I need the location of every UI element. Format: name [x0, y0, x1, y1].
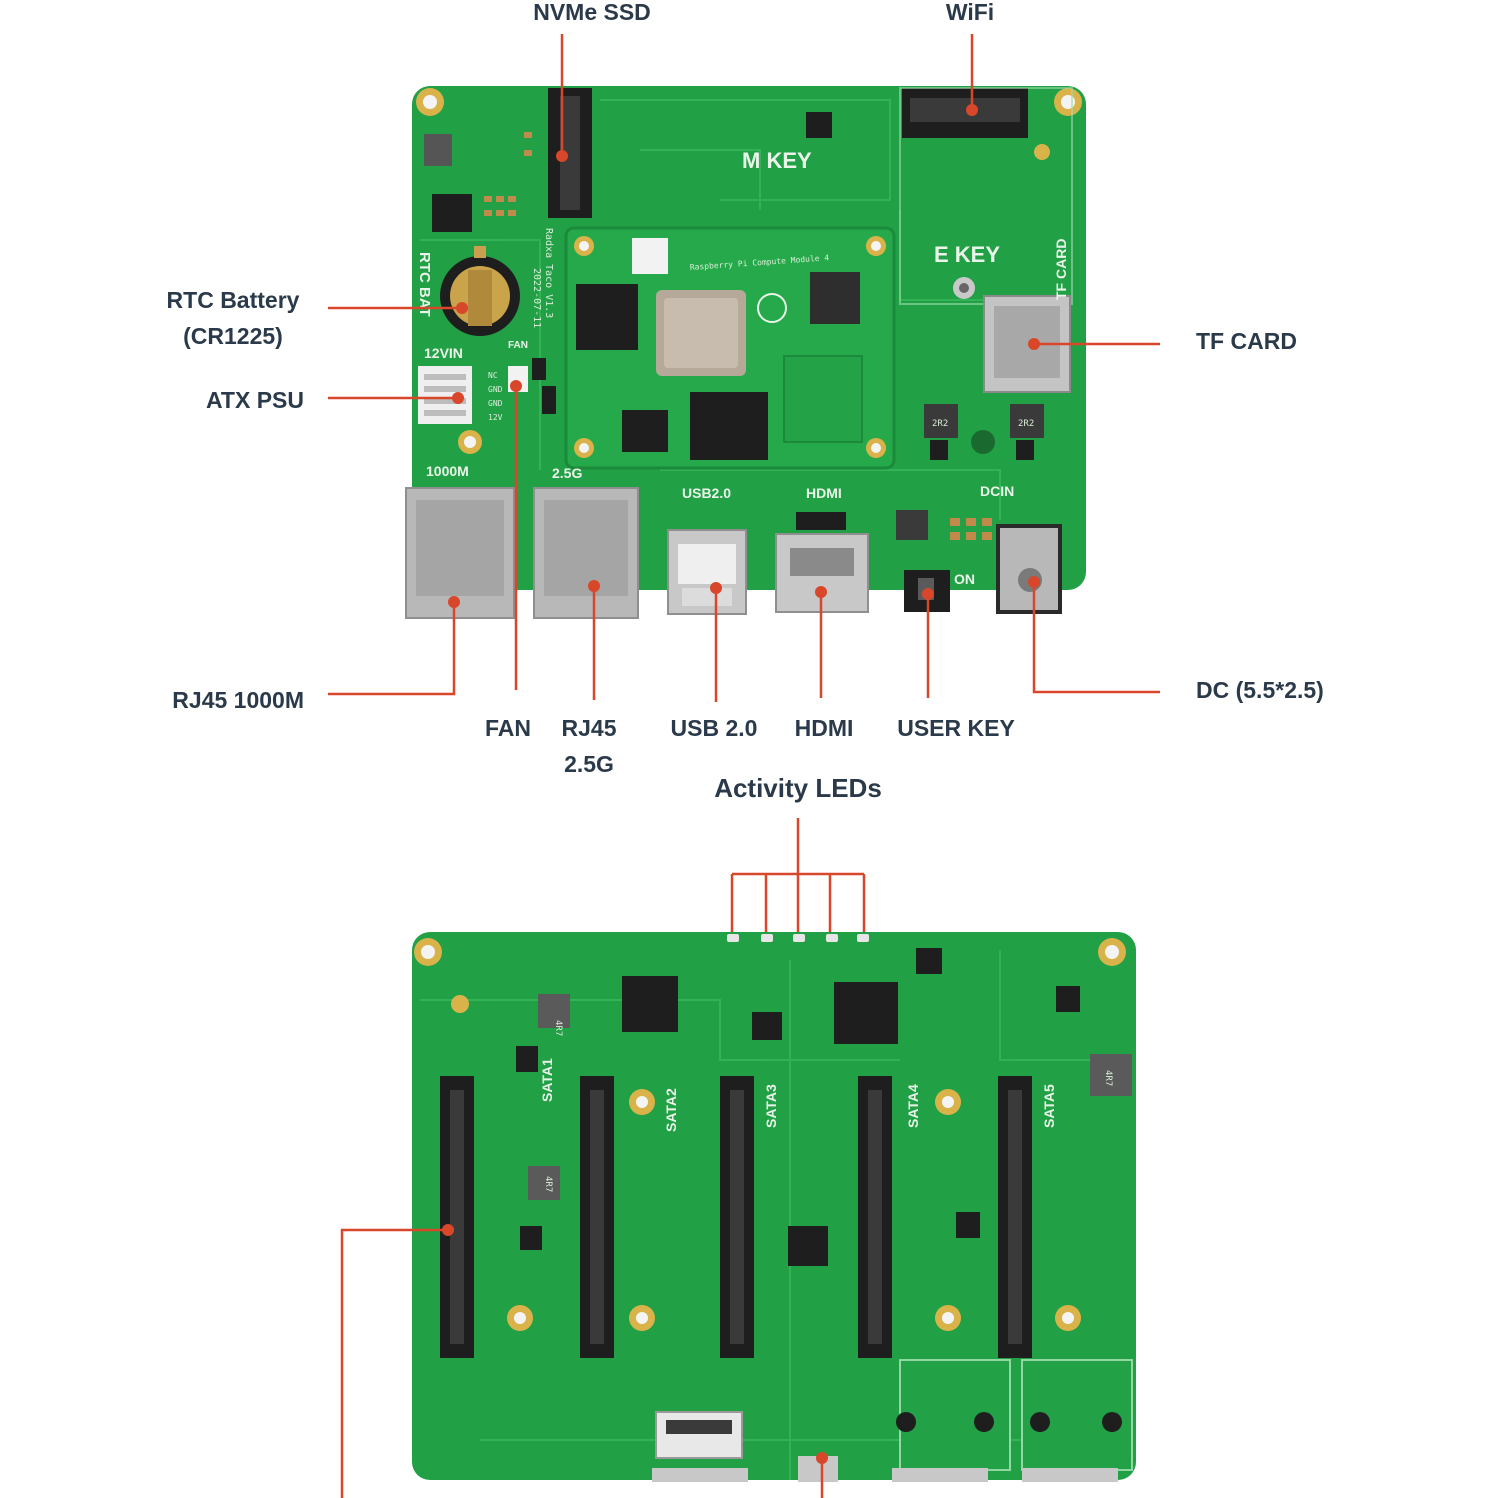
- silk-usb: USB2.0: [682, 485, 731, 501]
- silk-tf-card: TF CARD: [1053, 239, 1069, 300]
- top-mount-holes: [416, 88, 1082, 454]
- leader-dots: [442, 104, 1040, 1464]
- silk-dcin: DCIN: [980, 483, 1014, 499]
- silk-on: ON: [954, 571, 975, 587]
- silk-board-date: 2022-07-11: [531, 268, 542, 328]
- silk-m-key: M KEY: [742, 148, 812, 173]
- silk-inductor-4: 4R7: [543, 1176, 553, 1192]
- label-rj45-1000m: RJ45 1000M: [172, 687, 304, 713]
- silk-2-5g: 2.5G: [552, 465, 582, 481]
- silk-1000m: 1000M: [426, 463, 469, 479]
- leader-rj45-1000: [328, 602, 456, 696]
- silk-hdmi: HDMI: [806, 485, 842, 501]
- bottom-mount-holes: [414, 938, 1126, 1331]
- silk-sata1: SATA1: [539, 1058, 555, 1102]
- label-atx-psu: ATX PSU: [206, 387, 304, 413]
- silk-atx-pin-2: GND: [488, 385, 503, 394]
- leader-activity-leds: [730, 818, 866, 932]
- label-rj45-2-5g-speed: 2.5G: [564, 751, 614, 777]
- silk-e-key: E KEY: [934, 242, 1000, 267]
- silk-inductor-5: 4R7: [1103, 1070, 1113, 1086]
- label-rj45-2-5g: RJ45: [561, 715, 617, 741]
- silk-sata3: SATA3: [763, 1084, 779, 1128]
- cm4-module: [564, 226, 896, 470]
- silk-atx-pin-4: 12V: [488, 413, 503, 422]
- sata-connectors: [440, 1076, 1032, 1358]
- bottom-board: SATA1 SATA2 SATA3 SATA4 SATA5 4R7 4R7 4R…: [412, 932, 1136, 1482]
- leader-sata: [340, 1228, 448, 1498]
- label-user-key: USER KEY: [897, 715, 1015, 741]
- leader-dc: [1032, 582, 1160, 694]
- label-wifi: WiFi: [945, 0, 995, 25]
- top-board: M KEY E KEY TF CARD RTC BAT 12VIN FAN 10…: [405, 86, 1086, 619]
- label-rtc-battery-model: (CR1225): [183, 323, 283, 349]
- activity-led-pads: [727, 934, 869, 942]
- label-usb-2-0: USB 2.0: [670, 715, 758, 741]
- silk-sata4: SATA4: [905, 1084, 921, 1128]
- label-dc-jack: DC (5.5*2.5): [1196, 677, 1324, 703]
- silk-board-name: Radxa Taco V1.3: [543, 228, 554, 318]
- label-activity-leds: Activity LEDs: [714, 773, 882, 803]
- silk-sata2: SATA2: [663, 1088, 679, 1132]
- silk-rtc-bat: RTC BAT: [416, 252, 433, 317]
- label-hdmi: HDMI: [794, 715, 854, 741]
- silk-sata5: SATA5: [1041, 1084, 1057, 1128]
- label-tf-card: TF CARD: [1196, 328, 1297, 354]
- label-fan: FAN: [485, 715, 531, 741]
- silk-12vin: 12VIN: [424, 345, 463, 361]
- rtc-battery-holder: [440, 246, 520, 336]
- silk-inductor-3: 4R7: [553, 1020, 563, 1036]
- silk-inductor-1: 2R2: [932, 419, 948, 429]
- silk-atx-pin-3: GND: [488, 399, 503, 408]
- leader-lines: [328, 34, 1160, 1498]
- label-nvme-ssd: NVMe SSD: [533, 0, 651, 25]
- silk-atx-pin-1: NC: [488, 371, 498, 380]
- silk-fan: FAN: [508, 340, 528, 351]
- label-rtc-battery: RTC Battery: [166, 287, 300, 313]
- silk-inductor-2: 2R2: [1018, 419, 1034, 429]
